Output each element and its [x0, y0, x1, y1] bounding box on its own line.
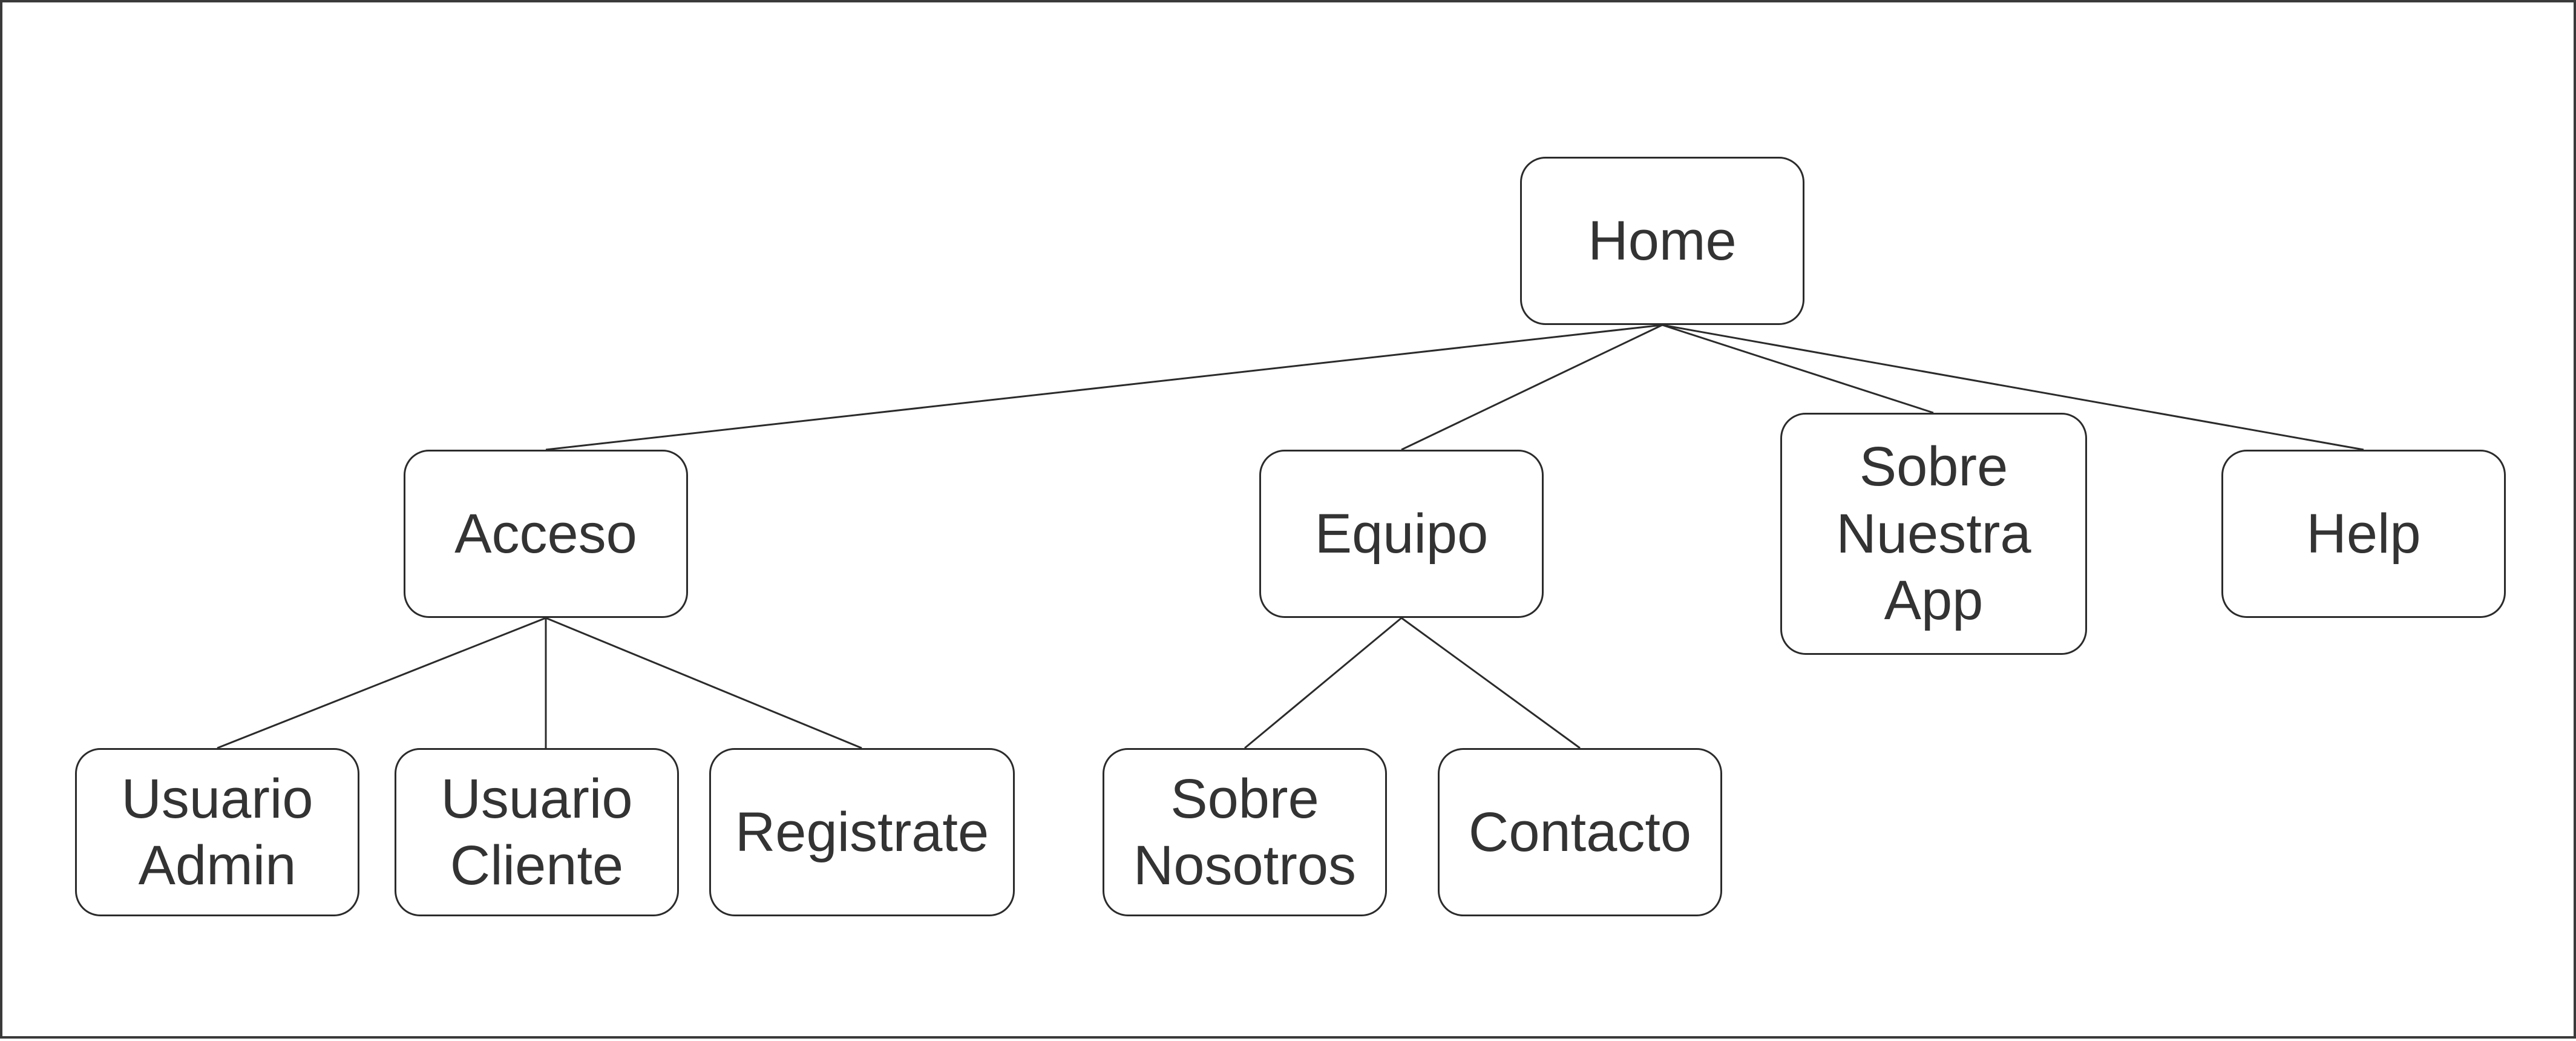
edge-home-help [1662, 324, 2364, 451]
edge-acceso-registrate [545, 617, 862, 749]
node-registrate: Registrate [709, 748, 1015, 916]
edge-acceso-admin [217, 617, 546, 749]
edge-home-sobre-app [1662, 324, 1934, 414]
edge-equipo-contacto [1401, 617, 1581, 749]
edge-home-equipo [1401, 324, 1663, 451]
edge-home-acceso [545, 324, 1663, 451]
node-acceso: Acceso [404, 450, 688, 618]
node-help: Help [2221, 450, 2506, 618]
node-home: Home [1520, 157, 1804, 325]
node-usuario-admin: Usuario Admin [75, 748, 359, 916]
node-equipo: Equipo [1259, 450, 1544, 618]
node-usuario-cliente: Usuario Cliente [395, 748, 679, 916]
node-sobre-nuestra-app: Sobre Nuestra App [1780, 413, 2087, 655]
node-sobre-nosotros: Sobre Nosotros [1103, 748, 1387, 916]
node-contacto: Contacto [1438, 748, 1722, 916]
edge-equipo-nosotros [1244, 617, 1402, 749]
